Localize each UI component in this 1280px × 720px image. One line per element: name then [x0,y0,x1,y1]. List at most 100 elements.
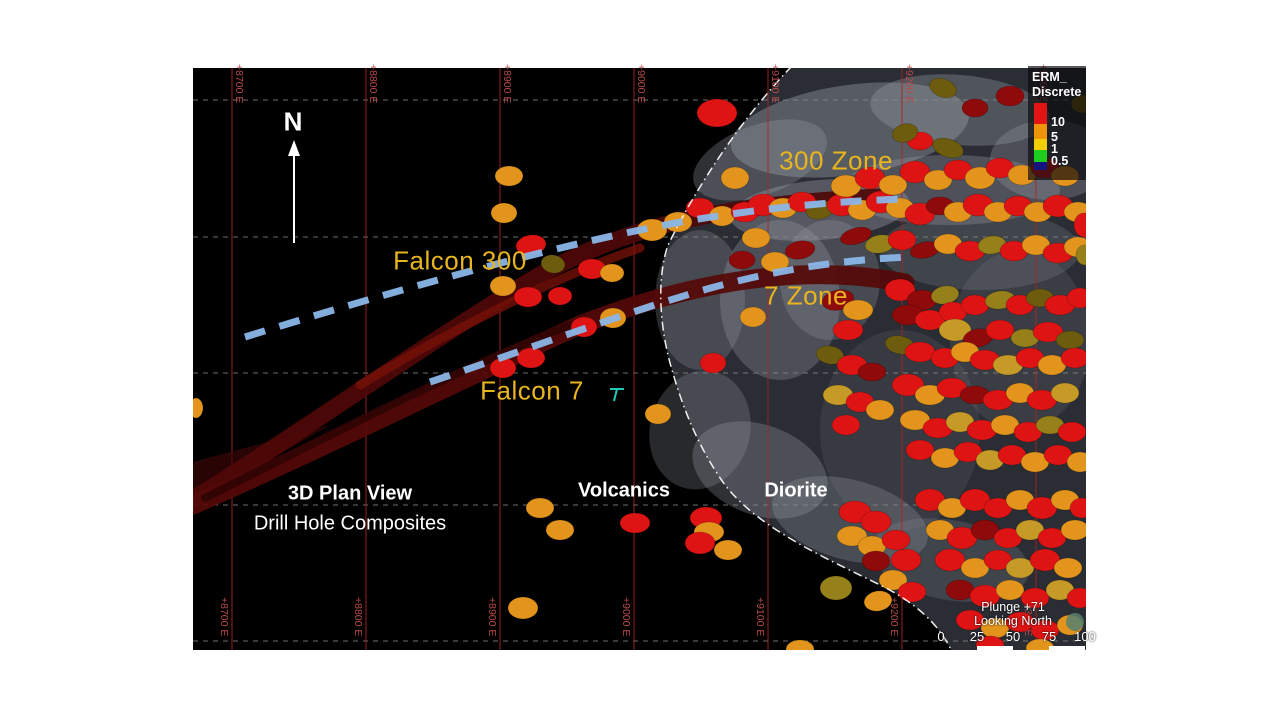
composite-disc[interactable] [970,519,1000,541]
legend-title-line2: Discrete [1032,85,1082,99]
composite-disc[interactable] [619,512,651,534]
easting-label-bottom: +9100 E [754,597,766,636]
composite-disc[interactable] [1066,587,1093,609]
composite-disc[interactable] [862,589,893,614]
scale-tick-label: 0 [937,629,945,644]
composite-disc[interactable] [599,263,625,283]
composite-disc[interactable] [1020,587,1050,609]
composite-disc[interactable] [831,414,861,436]
composite-disc[interactable] [1060,519,1089,541]
composite-disc[interactable] [696,98,738,128]
composite-disc[interactable] [890,548,922,572]
composite-disc[interactable] [785,639,815,658]
composite-disc[interactable] [995,85,1025,107]
composite-disc[interactable] [547,286,573,306]
legend-threshold-label: 0.5 [1051,154,1069,168]
composite-disc[interactable] [890,121,920,145]
composite-disc[interactable] [897,581,927,603]
composite-disc[interactable] [189,397,204,419]
composite-disc[interactable] [489,275,517,297]
scale-tick-label: 100 [1074,629,1096,644]
composite-disc[interactable] [832,319,864,341]
composite-disc[interactable] [842,299,874,321]
composite-disc[interactable] [741,227,771,249]
composite-disc[interactable] [836,525,868,547]
composite-disc[interactable] [784,239,817,262]
falcon-300-trend [243,195,908,341]
composite-disc[interactable] [1005,557,1035,579]
composite-disc[interactable] [1073,212,1094,238]
composite-disc[interactable] [699,352,727,374]
composite-disc[interactable] [819,575,853,601]
composite-disc[interactable] [938,318,972,342]
composite-disc[interactable] [905,439,935,461]
composite-disc[interactable] [525,497,555,519]
composite-disc[interactable] [1050,382,1080,404]
north-label: N [283,106,303,137]
composite-disc[interactable] [923,169,953,191]
composite-disc[interactable] [739,306,767,328]
composite-disc[interactable] [1075,244,1094,266]
composite-disc[interactable] [728,250,756,270]
composite-disc[interactable] [1066,451,1093,473]
composite-disc[interactable] [865,399,895,421]
composite-disc[interactable] [860,510,892,534]
legend-title-line1: ERM_ [1032,70,1067,84]
composite-disc[interactable] [513,286,543,308]
composite-disc[interactable] [884,278,916,302]
composite-disc[interactable] [927,75,959,101]
label-300-zone: 300 Zone [779,145,893,176]
composite-disc[interactable] [878,174,908,196]
composite-disc[interactable] [1060,347,1089,369]
composite-disc[interactable] [713,539,743,561]
composite-disc[interactable] [1069,497,1094,519]
composite-disc[interactable] [1037,527,1067,549]
label-drill-hole-composites: Drill Hole Composites [253,512,447,535]
easting-label-top: +8700 E [233,64,245,103]
composite-disc[interactable] [644,403,672,425]
composite-disc[interactable] [490,202,518,224]
composite-disc[interactable] [960,557,990,579]
composite-disc[interactable] [838,224,873,248]
composite-disc[interactable] [857,362,887,382]
composite-disc[interactable] [995,579,1025,601]
easting-label-bottom: +8800 E [352,597,364,636]
composite-disc[interactable] [878,569,908,591]
easting-label-top: +9000 E [635,64,647,103]
scale-tick-label: 50 [1005,629,1021,644]
composite-disc[interactable] [540,253,567,275]
composite-disc[interactable] [904,341,936,363]
composite-disc[interactable] [961,98,989,118]
composite-disc[interactable] [934,548,966,572]
composite-disc[interactable] [891,373,925,397]
composite-disc[interactable] [494,165,524,187]
composite-disc[interactable] [1005,611,1035,633]
falcon-wireframe [355,243,645,390]
composite-disc[interactable] [1055,330,1085,350]
diorite-wisp [692,421,828,519]
composite-disc[interactable] [985,319,1015,341]
label-volcanics: Volcanics [578,479,670,502]
composite-disc[interactable] [960,294,990,316]
composite-disc[interactable] [545,519,575,541]
composite-disc[interactable] [861,550,891,572]
composite-disc[interactable] [887,229,917,251]
composite-disc[interactable] [516,347,546,369]
composite-disc[interactable] [930,134,966,161]
label-7-zone: 7 Zone [764,280,848,311]
label-3d-plan-view: 3D Plan View [287,482,413,505]
composite-disc[interactable] [720,166,750,190]
label-diorite: Diorite [764,479,828,502]
composite-disc[interactable] [955,609,985,631]
composite-disc[interactable] [1057,421,1086,443]
composite-disc[interactable] [1053,557,1083,579]
composite-disc[interactable] [1032,321,1064,343]
composite-disc[interactable] [684,531,716,555]
composite-disc[interactable] [881,529,911,551]
composite-disc[interactable] [1066,287,1093,309]
composite-disc[interactable] [507,596,539,620]
